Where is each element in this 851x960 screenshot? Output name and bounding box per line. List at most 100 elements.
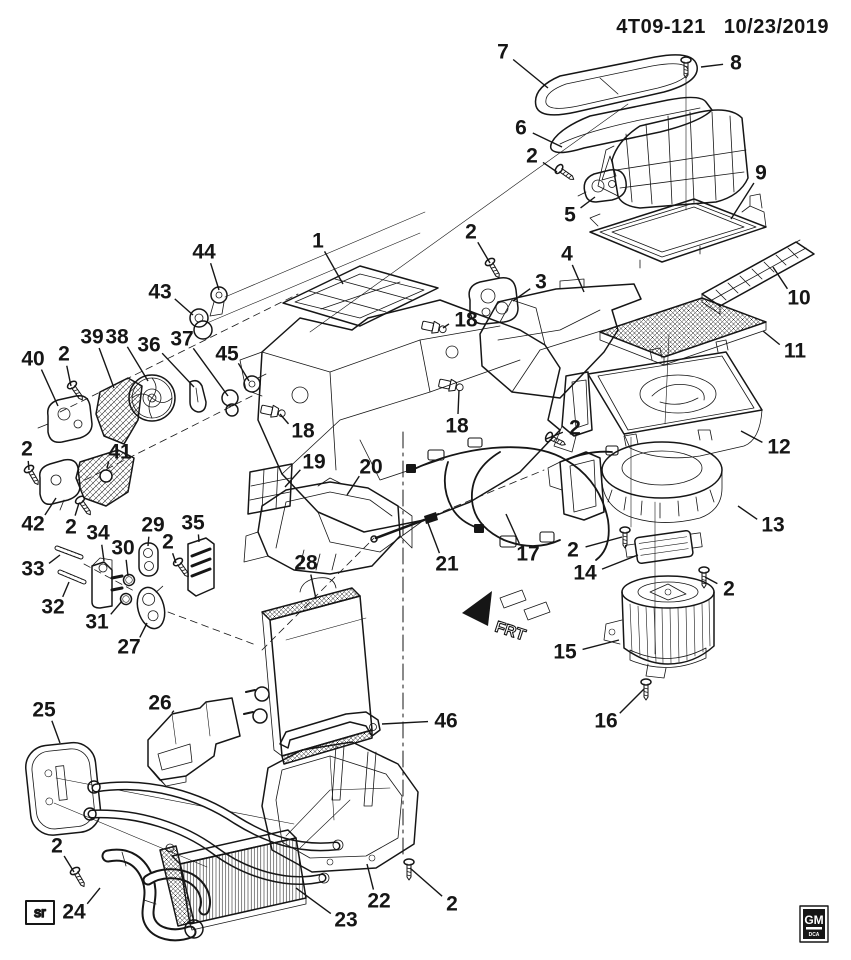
blower-motor-illustration bbox=[603, 575, 715, 679]
callout-label: 18 bbox=[445, 415, 469, 438]
callout-label: 2 bbox=[162, 531, 174, 554]
air-inlet-housing-illustration bbox=[597, 109, 749, 209]
callout-label: 38 bbox=[105, 326, 129, 349]
cabin-filter-illustration bbox=[599, 297, 767, 366]
leader-line bbox=[512, 288, 531, 302]
leader-line bbox=[40, 369, 59, 407]
callout-label: 15 bbox=[553, 641, 577, 664]
callout-label: 2 bbox=[65, 516, 77, 539]
callout-label: 2 bbox=[526, 145, 538, 168]
leader-line bbox=[126, 346, 149, 382]
cam-parts-illustration bbox=[189, 286, 228, 340]
leader-line bbox=[106, 461, 110, 469]
leader-line bbox=[284, 469, 301, 488]
callout-label: 28 bbox=[294, 552, 318, 575]
leader-line bbox=[409, 867, 443, 897]
cowl-grille-illustration bbox=[534, 54, 698, 116]
callout-label: 46 bbox=[434, 710, 457, 733]
callout-label: 22 bbox=[367, 890, 390, 913]
leader-line bbox=[730, 182, 755, 220]
callout-label: 9 bbox=[755, 162, 767, 185]
callout-label: 10 bbox=[787, 287, 810, 310]
callout-label: 26 bbox=[148, 692, 171, 715]
callout-label: 19 bbox=[302, 451, 325, 474]
leader-line bbox=[772, 266, 789, 290]
sensor-18-illustration bbox=[259, 318, 466, 421]
callout-label: 30 bbox=[111, 537, 134, 560]
leader-line bbox=[601, 554, 639, 570]
callout-label: 20 bbox=[359, 456, 382, 479]
callout-label: 16 bbox=[594, 710, 617, 733]
bracket-41-illustration bbox=[75, 449, 135, 507]
callout-label: 6 bbox=[515, 117, 527, 140]
wiring-harness-illustration bbox=[406, 437, 619, 561]
stud-33-illustration bbox=[54, 545, 84, 560]
leader-line bbox=[366, 863, 375, 890]
leader-line bbox=[457, 389, 460, 415]
leader-line bbox=[197, 534, 200, 543]
evaporator-illustration bbox=[243, 577, 373, 765]
actuator-illustration bbox=[468, 277, 519, 325]
tube-flange-27-illustration bbox=[136, 585, 166, 630]
oring-31-illustration bbox=[119, 592, 133, 606]
lever-36-illustration bbox=[189, 379, 207, 413]
leader-line bbox=[310, 574, 317, 600]
leader-line bbox=[86, 887, 101, 905]
callout-label: 23 bbox=[334, 909, 357, 932]
leader-line bbox=[48, 554, 61, 565]
leader-line bbox=[571, 264, 585, 293]
callout-label: 3 bbox=[535, 271, 547, 294]
callout-label: 17 bbox=[516, 543, 539, 566]
drawing-number: 4T09-121 bbox=[616, 16, 706, 38]
leader-line bbox=[279, 413, 290, 425]
lower-case-illustration bbox=[261, 741, 419, 873]
leader-line bbox=[323, 251, 344, 285]
callout-label: 7 bbox=[497, 41, 509, 64]
leader-line bbox=[346, 475, 360, 496]
stud-32-illustration bbox=[57, 569, 87, 585]
leader-line bbox=[740, 430, 763, 443]
leader-line bbox=[442, 323, 450, 329]
callout-label: 27 bbox=[117, 636, 140, 659]
frt-indicator: FRT bbox=[462, 589, 551, 645]
leader-line bbox=[171, 710, 175, 714]
leader-line bbox=[704, 576, 718, 585]
callout-label: 21 bbox=[435, 553, 459, 576]
leader-line bbox=[545, 431, 564, 440]
callout-label: 25 bbox=[32, 699, 56, 722]
callout-label: 34 bbox=[86, 522, 110, 545]
leader-line bbox=[51, 720, 61, 744]
bracket-46-illustration bbox=[279, 711, 381, 749]
callout-label: 37 bbox=[170, 328, 193, 351]
leader-line bbox=[44, 497, 57, 516]
leader-line bbox=[63, 855, 75, 873]
leader-line bbox=[619, 688, 645, 714]
hvac-case-illustration bbox=[239, 265, 561, 553]
mode-actuator-illustration bbox=[577, 169, 627, 203]
blower-lower-illustration bbox=[547, 429, 723, 523]
leader-line bbox=[237, 362, 250, 382]
callout-label: 29 bbox=[141, 514, 164, 537]
expansion-valve-illustration bbox=[91, 557, 124, 609]
callout-label: 14 bbox=[573, 562, 597, 585]
leader-line bbox=[110, 600, 123, 615]
callout-label: 36 bbox=[137, 334, 160, 357]
drawing-date: 10/23/2019 bbox=[723, 16, 829, 38]
leader-line bbox=[512, 58, 549, 89]
gm-logo-text: GM bbox=[804, 913, 823, 927]
callout-label: 18 bbox=[454, 309, 478, 332]
callout-label: 42 bbox=[21, 513, 44, 536]
leader-line bbox=[505, 513, 520, 544]
leader-line bbox=[98, 347, 115, 389]
leader-line bbox=[580, 196, 596, 209]
leader-line bbox=[532, 132, 563, 148]
callout-label: 32 bbox=[41, 596, 64, 619]
leader-line bbox=[62, 581, 70, 598]
leader-line bbox=[381, 720, 429, 725]
callout-label: 13 bbox=[761, 514, 784, 537]
callout-label: 35 bbox=[181, 512, 205, 535]
callout-label: 2 bbox=[58, 343, 70, 366]
callout-label: 41 bbox=[108, 441, 132, 464]
